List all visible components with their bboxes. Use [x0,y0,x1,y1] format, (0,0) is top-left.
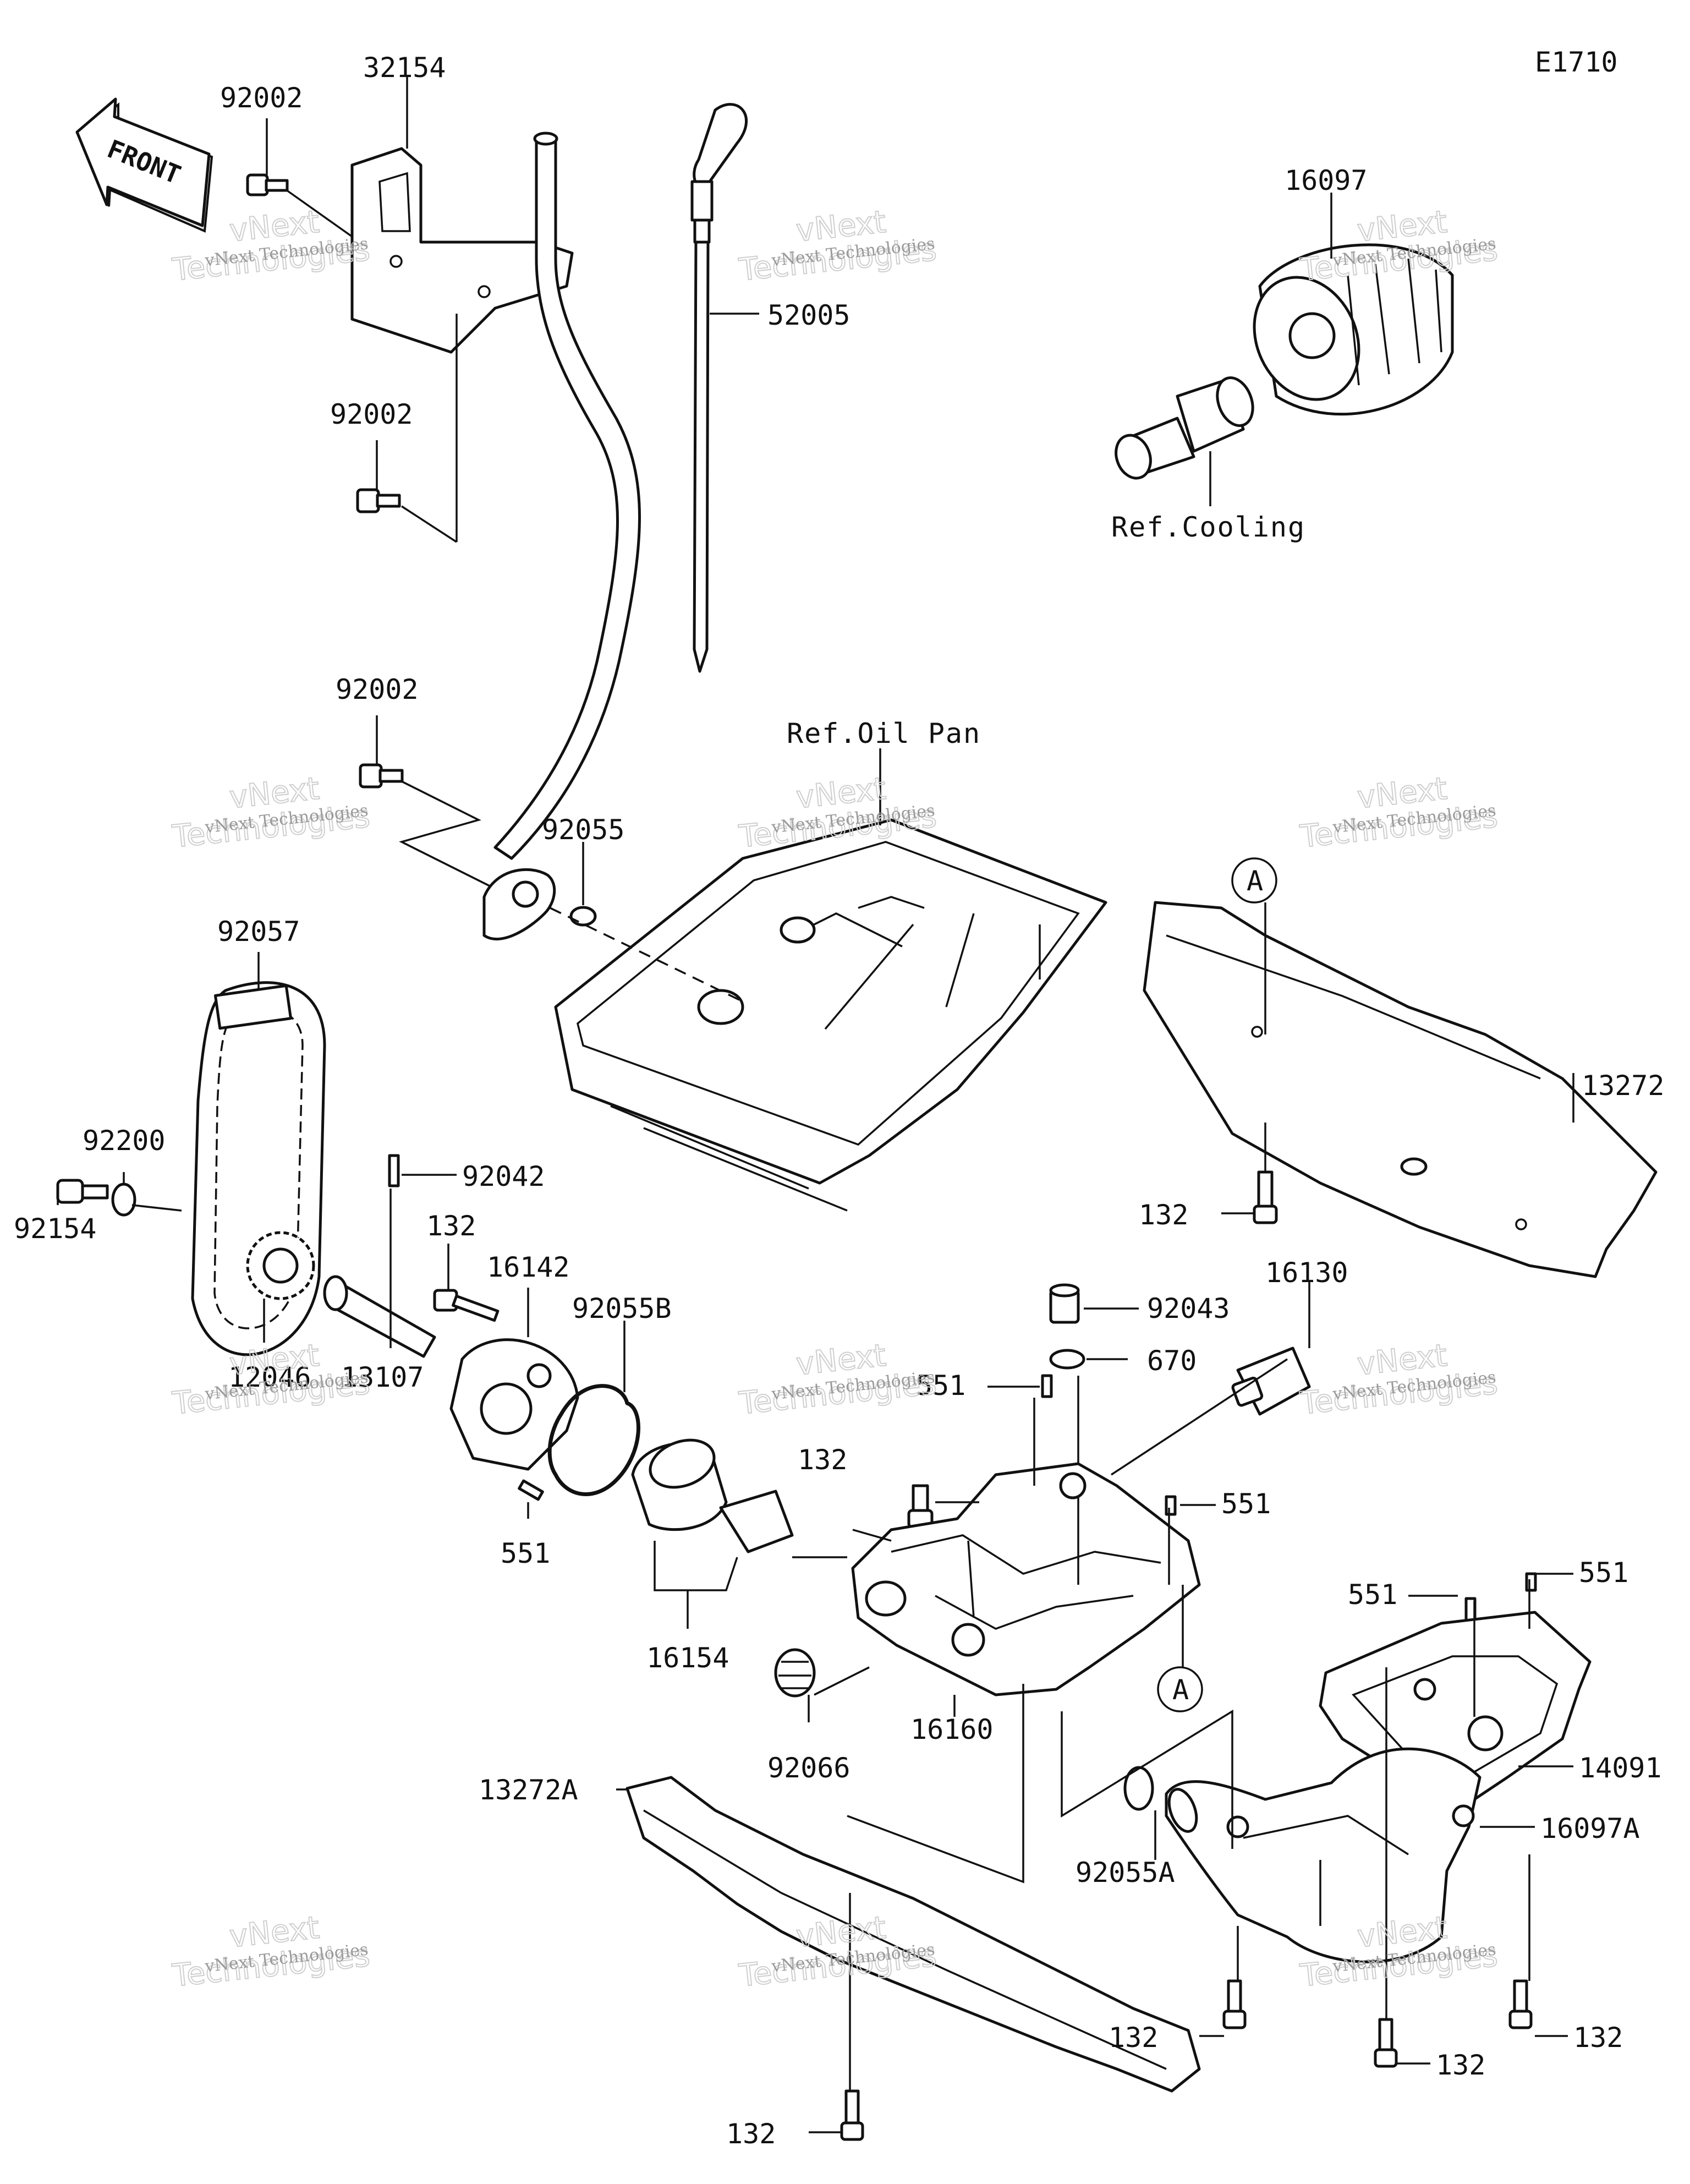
oil-filter-16097[interactable] [1235,243,1454,417]
dowel-551-a[interactable] [1041,1374,1053,1398]
watermark: vNext Technologies vNext Technologies [737,1337,939,1422]
gasket-92055b[interactable] [547,1384,640,1496]
part-label[interactable]: 16154 [646,1642,729,1674]
bolt-92002-lower[interactable] [359,763,404,789]
part-label[interactable]: 13272A [479,1774,578,1806]
front-arrow-icon: FRONT [75,97,213,233]
gasket-13272a[interactable] [625,1776,1201,2093]
oil-pan [554,818,1107,1212]
part-label[interactable]: 16130 [1265,1257,1348,1289]
bolt-132-strainer-left[interactable] [1222,1979,1247,2029]
diagram-code: E1710 [1535,46,1618,78]
watermark: vNext Technologies vNext Technologies [737,204,939,289]
part-label[interactable]: 92066 [767,1752,851,1784]
washer-92200[interactable] [111,1183,136,1217]
pin-92042[interactable] [388,1154,400,1187]
part-label[interactable]: 132 [1436,2049,1485,2081]
watermark: vNext Technologies vNext Technologies [170,770,372,856]
ref-oil-pan-label[interactable]: Ref.Oil Pan [787,718,981,749]
part-label[interactable]: 13272 [1582,1070,1665,1102]
part-label[interactable]: 92042 [462,1161,545,1192]
gasket-13272[interactable] [1143,901,1658,1278]
marker-a-lower: A [1157,1666,1203,1712]
part-label[interactable]: 92055B [572,1293,672,1324]
bolt-92002-top[interactable] [246,173,289,196]
shaft-13107[interactable] [323,1275,436,1358]
dowel-551-d[interactable] [1525,1572,1537,1592]
part-label[interactable]: 92057 [217,916,300,948]
bolt-132-cover[interactable] [1374,2018,1398,2068]
tube-flange[interactable] [482,868,556,940]
watermark: vNext Technologies vNext Technologies [170,1909,372,1995]
part-labels: 92002 32154 92002 92002 52005 16097 9205… [14,52,1665,2150]
sprocket-12046[interactable] [246,1231,315,1300]
part-label[interactable]: 92055 [542,814,625,846]
part-label[interactable]: 16097 [1285,165,1368,196]
bolt-92002-mid[interactable] [356,488,401,513]
dipstick-tube[interactable] [493,132,641,860]
part-label[interactable]: 92055A [1076,1857,1175,1889]
part-label[interactable]: 52005 [767,299,851,331]
bolt-132-gasket-upper[interactable] [1253,1170,1278,1224]
collar-92043[interactable] [1049,1283,1080,1324]
part-label[interactable]: 132 [426,1210,476,1242]
part-label[interactable]: 132 [798,1444,847,1476]
part-label[interactable]: 132 [1139,1199,1188,1231]
bolt-92154[interactable] [56,1179,109,1204]
part-label[interactable]: 12046 [228,1361,311,1393]
ref-cooling-label[interactable]: Ref.Cooling [1111,511,1305,543]
svg-text:A: A [1247,865,1263,897]
bolt-132-pump[interactable] [433,1289,500,1322]
part-label[interactable]: 551 [1579,1557,1628,1589]
part-label[interactable]: 670 [1147,1345,1197,1377]
marker-a-upper: A [1231,857,1277,904]
o-ring-92055a[interactable] [1123,1766,1154,1811]
bracket-32154[interactable] [350,147,574,354]
part-label[interactable]: 16160 [910,1714,994,1745]
dipstick-52005[interactable] [690,103,748,673]
part-label[interactable]: 92200 [83,1125,166,1157]
oil-pump-16142[interactable] [449,1338,579,1471]
part-label[interactable]: 92002 [220,82,303,114]
watermark: vNext Technologies vNext Technologies [170,1337,372,1422]
dowel-551-pump[interactable] [518,1479,544,1501]
bolt-132-strainer-right[interactable] [1508,1979,1533,2029]
watermark: vNext Technologies vNext Technologies [1298,770,1500,856]
watermark: vNext Technologies vNext Technologies [1298,204,1500,289]
part-label[interactable]: 16142 [487,1251,570,1283]
part-label[interactable]: 92043 [1147,1293,1230,1324]
bolt-132-gasket-lower[interactable] [840,2089,864,2141]
o-ring-92055[interactable] [569,906,597,927]
part-label[interactable]: 551 [1348,1579,1397,1611]
o-ring-670[interactable] [1049,1349,1085,1370]
watermark: vNext Technologies vNext Technologies [1298,1337,1500,1422]
part-label[interactable]: 132 [1573,2022,1623,2054]
part-label[interactable]: 132 [726,2118,776,2150]
leader-lines [57,77,1574,2133]
sensor-16130[interactable] [1231,1346,1311,1416]
part-label[interactable]: 13107 [341,1361,424,1393]
pump-housing-16160[interactable] [851,1462,1201,1696]
plug-92066[interactable] [774,1648,816,1698]
part-label[interactable]: 32154 [363,52,446,84]
part-label[interactable]: 132 [1109,2022,1158,2054]
filter-fitting[interactable] [1110,373,1259,483]
dowel-551-b[interactable] [1165,1495,1177,1516]
part-label[interactable]: 92002 [336,674,419,705]
part-label[interactable]: 16097A [1540,1813,1640,1844]
part-label[interactable]: 551 [1221,1488,1271,1520]
part-label[interactable]: 551 [501,1537,550,1569]
part-label[interactable]: 551 [916,1370,965,1402]
pump-chain-92057[interactable] [191,981,326,1356]
part-label[interactable]: 92154 [14,1213,97,1245]
strainer-16097a[interactable] [1164,1747,1482,1963]
part-label[interactable]: 14091 [1579,1752,1662,1784]
bolt-132-housing[interactable] [907,1484,934,1529]
rotor-set-16154[interactable] [631,1432,794,1553]
part-label[interactable]: 92002 [330,398,413,430]
svg-text:A: A [1172,1674,1189,1706]
